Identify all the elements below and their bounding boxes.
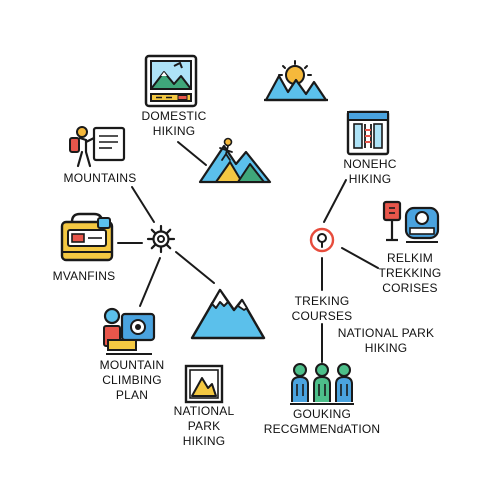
relkim-trekking-line-1: RELKIM [387,251,433,265]
window-ladder-icon [346,110,390,156]
nonehc-hiking-line-2: HIKING [348,172,392,186]
hiker-with-board-icon [69,126,126,168]
climbing-plan-line-2: CLIMBING [102,373,162,387]
connector-hub-to-trekking [341,247,379,269]
sunrise-mountains-icon [264,60,328,102]
hiker-with-camera-icon [103,307,156,355]
climbing-plan-line-3: PLAN [115,388,149,402]
gear-hub-icon [146,224,176,254]
nonehc-hiking-line-1: NONEHC [343,157,397,171]
climbing-plan-line-1: MOUNTAIN [99,358,165,372]
domestic-hiking-line-1: DOMESTIC [141,109,207,123]
mountain-landscape-card-icon [144,54,198,108]
relkim-trekking-line-3: CORISES [382,281,438,295]
connector-mountains-to-hub [131,186,155,223]
mvanfins-line-1: MVANFINS [52,269,116,283]
connector-nonehc-to-hub [323,179,347,223]
mountain-climbing-plan-label: MOUNTAIN CLIMBING PLAN [92,358,172,403]
backpack-icon [60,212,114,262]
mountains-label: MOUNTAINS [58,171,142,186]
national-park-bottom-line-2: PARK [187,419,221,433]
mvanfins-label: MVANFINS [46,269,122,284]
gouking-recommendation-line-1: GOUKING [292,407,352,421]
hikers-group-icon [290,363,354,405]
national-park-bottom-line-1: NATIONAL [173,404,235,418]
framed-mountain-icon [184,364,224,404]
connector-hub-to-plan [139,257,161,307]
connector-domestic-to-climber [177,141,207,166]
domestic-hiking-line-2: HIKING [152,124,196,138]
trekking-gear-icon [382,200,440,243]
domestic-hiking-label: DOMESTIC HIKING [136,109,212,139]
snow-capped-mountain-icon [190,288,266,340]
connector-hub-to-snowpeak [175,251,215,284]
treking-courses-line-1: TREKING [294,294,350,308]
location-hub-icon [309,227,335,253]
relkim-trekking-line-2: TREKKING [378,266,442,280]
mountains-line-1: MOUNTAINS [63,171,137,185]
national-park-bottom-line-3: HIKING [182,434,226,448]
gouking-recommendation-line-2: RECGMMENdATION [263,422,381,436]
national-park-right-line-2: HIKING [364,341,408,355]
national-park-right-line-1: NATIONAL PARK [337,326,435,340]
national-park-hiking-bottom-label: NATIONAL PARK HIKING [164,404,244,449]
treking-courses-label: TREKING COURSES [282,294,362,324]
nonehc-hiking-label: NONEHC HIKING [332,157,408,187]
gouking-recommendation-label: GOUKING RECGMMENdATION [262,407,382,437]
climber-on-peak-icon [198,137,272,184]
treking-courses-line-2: COURSES [291,309,353,323]
relkim-trekking-label: RELKIM TREKKING CORISES [370,251,450,296]
national-park-hiking-right-label: NATIONAL PARK HIKING [336,326,436,356]
